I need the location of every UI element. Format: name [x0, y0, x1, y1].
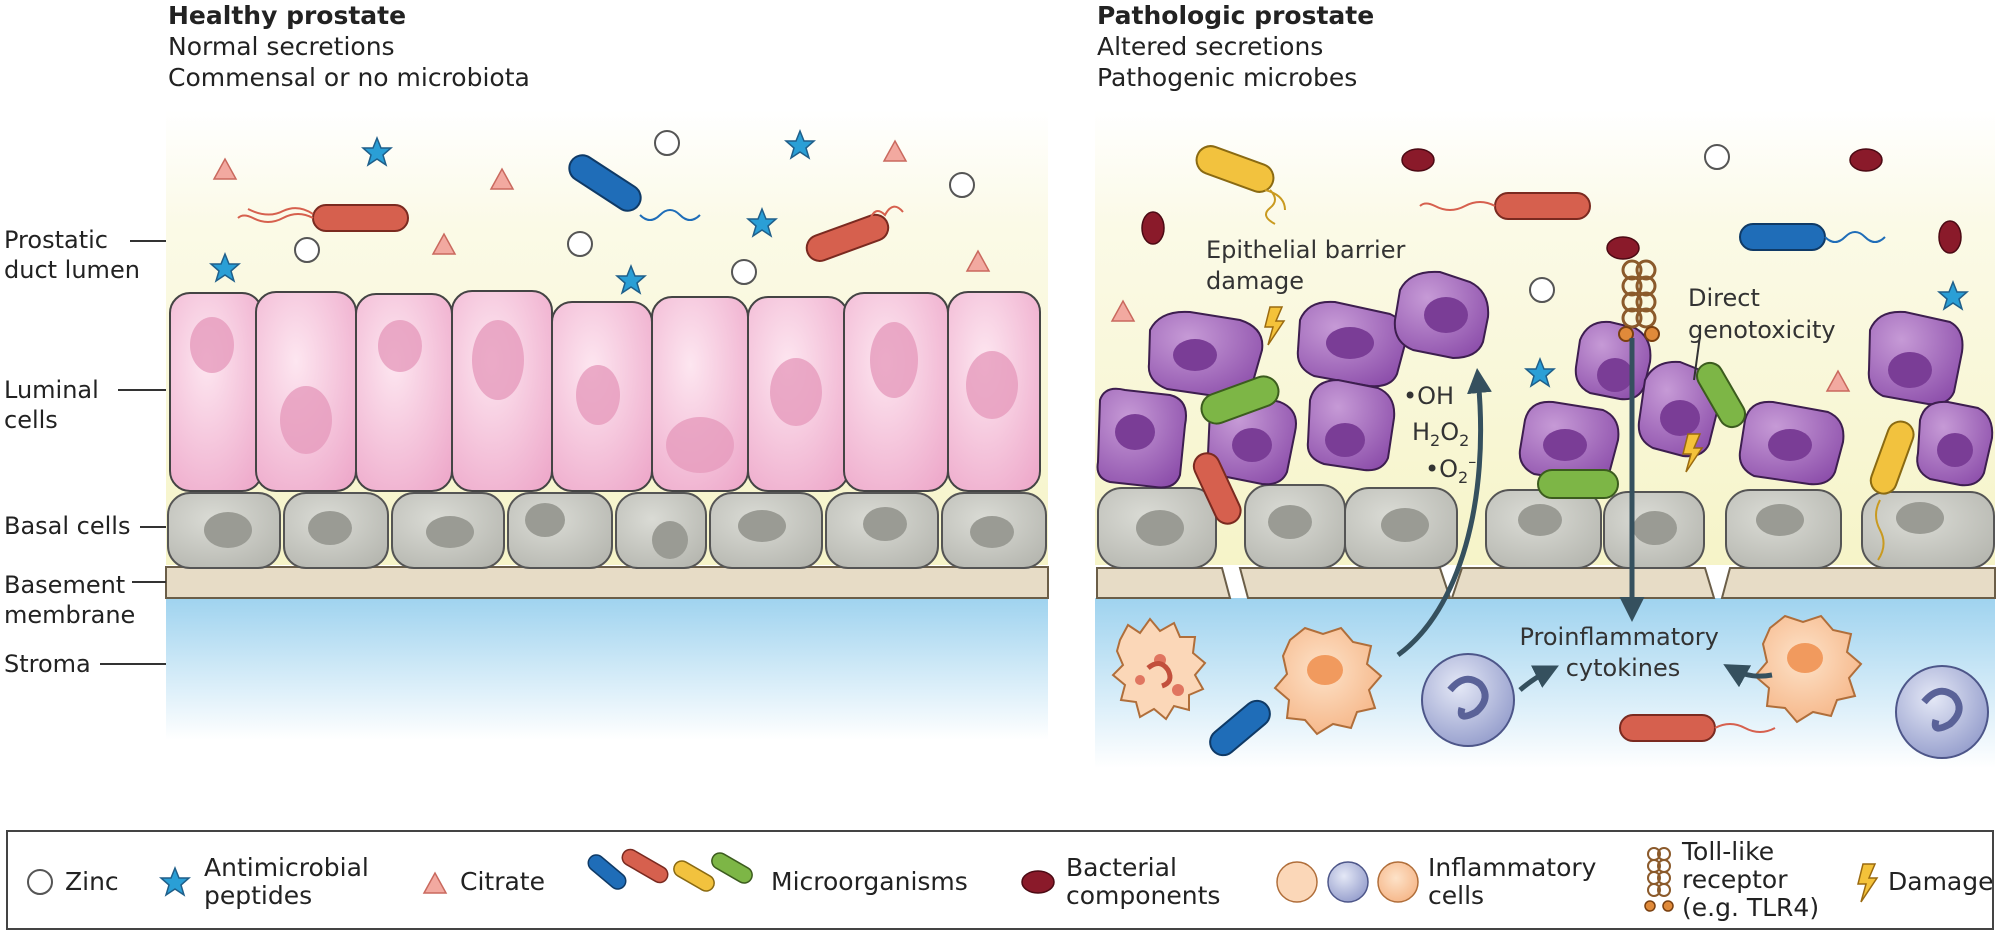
pathologic-basement-membrane [1096, 567, 1996, 599]
inflammatory-cell-icon [1421, 653, 1989, 759]
pathologic-header: Pathologic prostate Altered secretions P… [1097, 0, 1374, 93]
side-label-leaders [100, 240, 166, 665]
healthy-title: Healthy prostate [168, 1, 407, 30]
zinc-icon [567, 231, 593, 257]
legend-tlr-icon [1644, 847, 1674, 912]
genotoxicity-pointer [1693, 335, 1701, 381]
legend-amp-line2: peptides [204, 881, 313, 910]
legend-tlr-line1: Toll-like [1682, 837, 1775, 866]
label-prostatic-duct-lumen: Prostatic duct lumen [4, 225, 140, 285]
legend-bact-line1: Bacterial [1066, 853, 1177, 882]
ros-arrow [1396, 368, 1492, 658]
label-luminal-line1: Luminal [4, 376, 99, 404]
bacteria-icon [805, 205, 904, 262]
legend-zinc-label: Zinc [65, 867, 119, 896]
zinc-icon [654, 130, 680, 156]
legend-bact-line2: components [1066, 881, 1221, 910]
pathologic-line1: Altered secretions [1097, 32, 1324, 61]
legend-bacterial-components-label: Bacterial components [1066, 854, 1220, 910]
pathologic-title: Pathologic prostate [1097, 1, 1375, 30]
bacterial-component-icon [1401, 148, 1435, 172]
diagram-canvas: Epithelial barrier damage Direct genotox… [100, 110, 1996, 768]
legend-amp-label: Antimicrobial peptides [204, 854, 369, 910]
zinc-icon [1529, 277, 1555, 303]
bacterial-component-icon [1606, 236, 1640, 260]
legend-zinc-icon [27, 869, 53, 895]
legend-damage-icon [1857, 863, 1878, 903]
hydrogen-peroxide-label: H2O2 [1412, 418, 1469, 450]
pathologic-line2: Pathogenic microbes [1097, 63, 1358, 92]
pathologic-epithelial-cells [1096, 270, 1994, 489]
bacterial-component-icon [1938, 220, 1962, 254]
zinc-icon [1704, 144, 1730, 170]
bacteria-icon [1192, 192, 1776, 742]
label-basal-cells: Basal cells [4, 512, 131, 540]
label-membrane-line2: membrane [4, 601, 136, 629]
legend-amp-line1: Antimicrobial [204, 853, 369, 882]
legend-tlr-line2: receptor [1682, 865, 1788, 894]
legend: Zinc Antimicrobial peptides Citrate Micr… [6, 830, 1994, 930]
label-lumen-line1: Prostatic [4, 226, 108, 254]
zinc-icon [731, 259, 757, 285]
label-basement-membrane: Basement membrane [4, 570, 135, 630]
bacterial-component-icon [1141, 211, 1165, 245]
label-membrane-line1: Basement [4, 571, 126, 599]
label-stroma: Stroma [4, 650, 91, 678]
zinc-icon [294, 237, 320, 263]
healthy-line2: Commensal or no microbiota [168, 63, 530, 92]
barrier-damage-label: Epithelial barrier damage [1206, 236, 1413, 295]
pathologic-panel: Epithelial barrier damage Direct genotox… [1095, 110, 1996, 768]
hydroxyl-radical-label: •OH [1403, 382, 1454, 410]
bacteria-icon [1209, 223, 1886, 757]
healthy-lumen-contents [210, 130, 990, 294]
pathologic-basal-cells [1097, 484, 1995, 569]
inflammatory-cell-icon [1111, 617, 1207, 721]
label-lumen-line2: duct lumen [4, 256, 140, 284]
legend-tlr-line3: (e.g. TLR4) [1682, 893, 1820, 922]
legend-citrate-icon [423, 872, 447, 894]
superoxide-label: •O2– [1425, 452, 1476, 487]
healthy-basal-cells [167, 492, 1047, 569]
bacteria-icon [568, 154, 701, 221]
healthy-header: Healthy prostate Normal secretions Comme… [168, 0, 530, 93]
zinc-icon [949, 172, 975, 198]
legend-inflammatory-label: Inflammatory cells [1428, 854, 1596, 910]
label-luminal-line2: cells [4, 406, 58, 434]
healthy-stroma [166, 598, 1048, 740]
legend-tlr-label: Toll-like receptor (e.g. TLR4) [1682, 838, 1819, 922]
healthy-line1: Normal secretions [168, 32, 395, 61]
legend-inflam-line1: Inflammatory [1428, 853, 1597, 882]
label-luminal-cells: Luminal cells [4, 375, 99, 435]
toll-like-receptor-icon [1618, 259, 1660, 342]
legend-inflam-line2: cells [1428, 881, 1485, 910]
cell-to-cytokine-arrow-2 [1723, 664, 1773, 688]
legend-icons [27, 847, 1878, 912]
legend-inflammatory-cells-icon [1276, 861, 1419, 903]
legend-bacterial-component-icon [1021, 870, 1055, 894]
healthy-basement-membrane [165, 566, 1049, 599]
healthy-panel [165, 110, 1049, 740]
legend-microorganisms-icon [587, 848, 753, 892]
bacteria-icon [237, 204, 409, 232]
cell-to-cytokine-arrow [1518, 665, 1559, 692]
bacteria-icon [1200, 361, 1746, 499]
proinflammatory-cytokines-label: Proinflammatory cytokines [1519, 623, 1726, 682]
legend-microorganisms-label: Microorganisms [771, 867, 968, 896]
bacteria-icon [1195, 145, 1915, 561]
bacterial-component-icon [1849, 148, 1883, 172]
legend-damage-label: Damage [1888, 867, 1994, 896]
legend-star-icon [160, 867, 190, 896]
healthy-luminal-cells [169, 290, 1041, 492]
inflammatory-cell-icon [1273, 614, 1863, 736]
legend-citrate-label: Citrate [460, 867, 545, 896]
genotoxicity-label: Direct genotoxicity [1688, 284, 1836, 344]
